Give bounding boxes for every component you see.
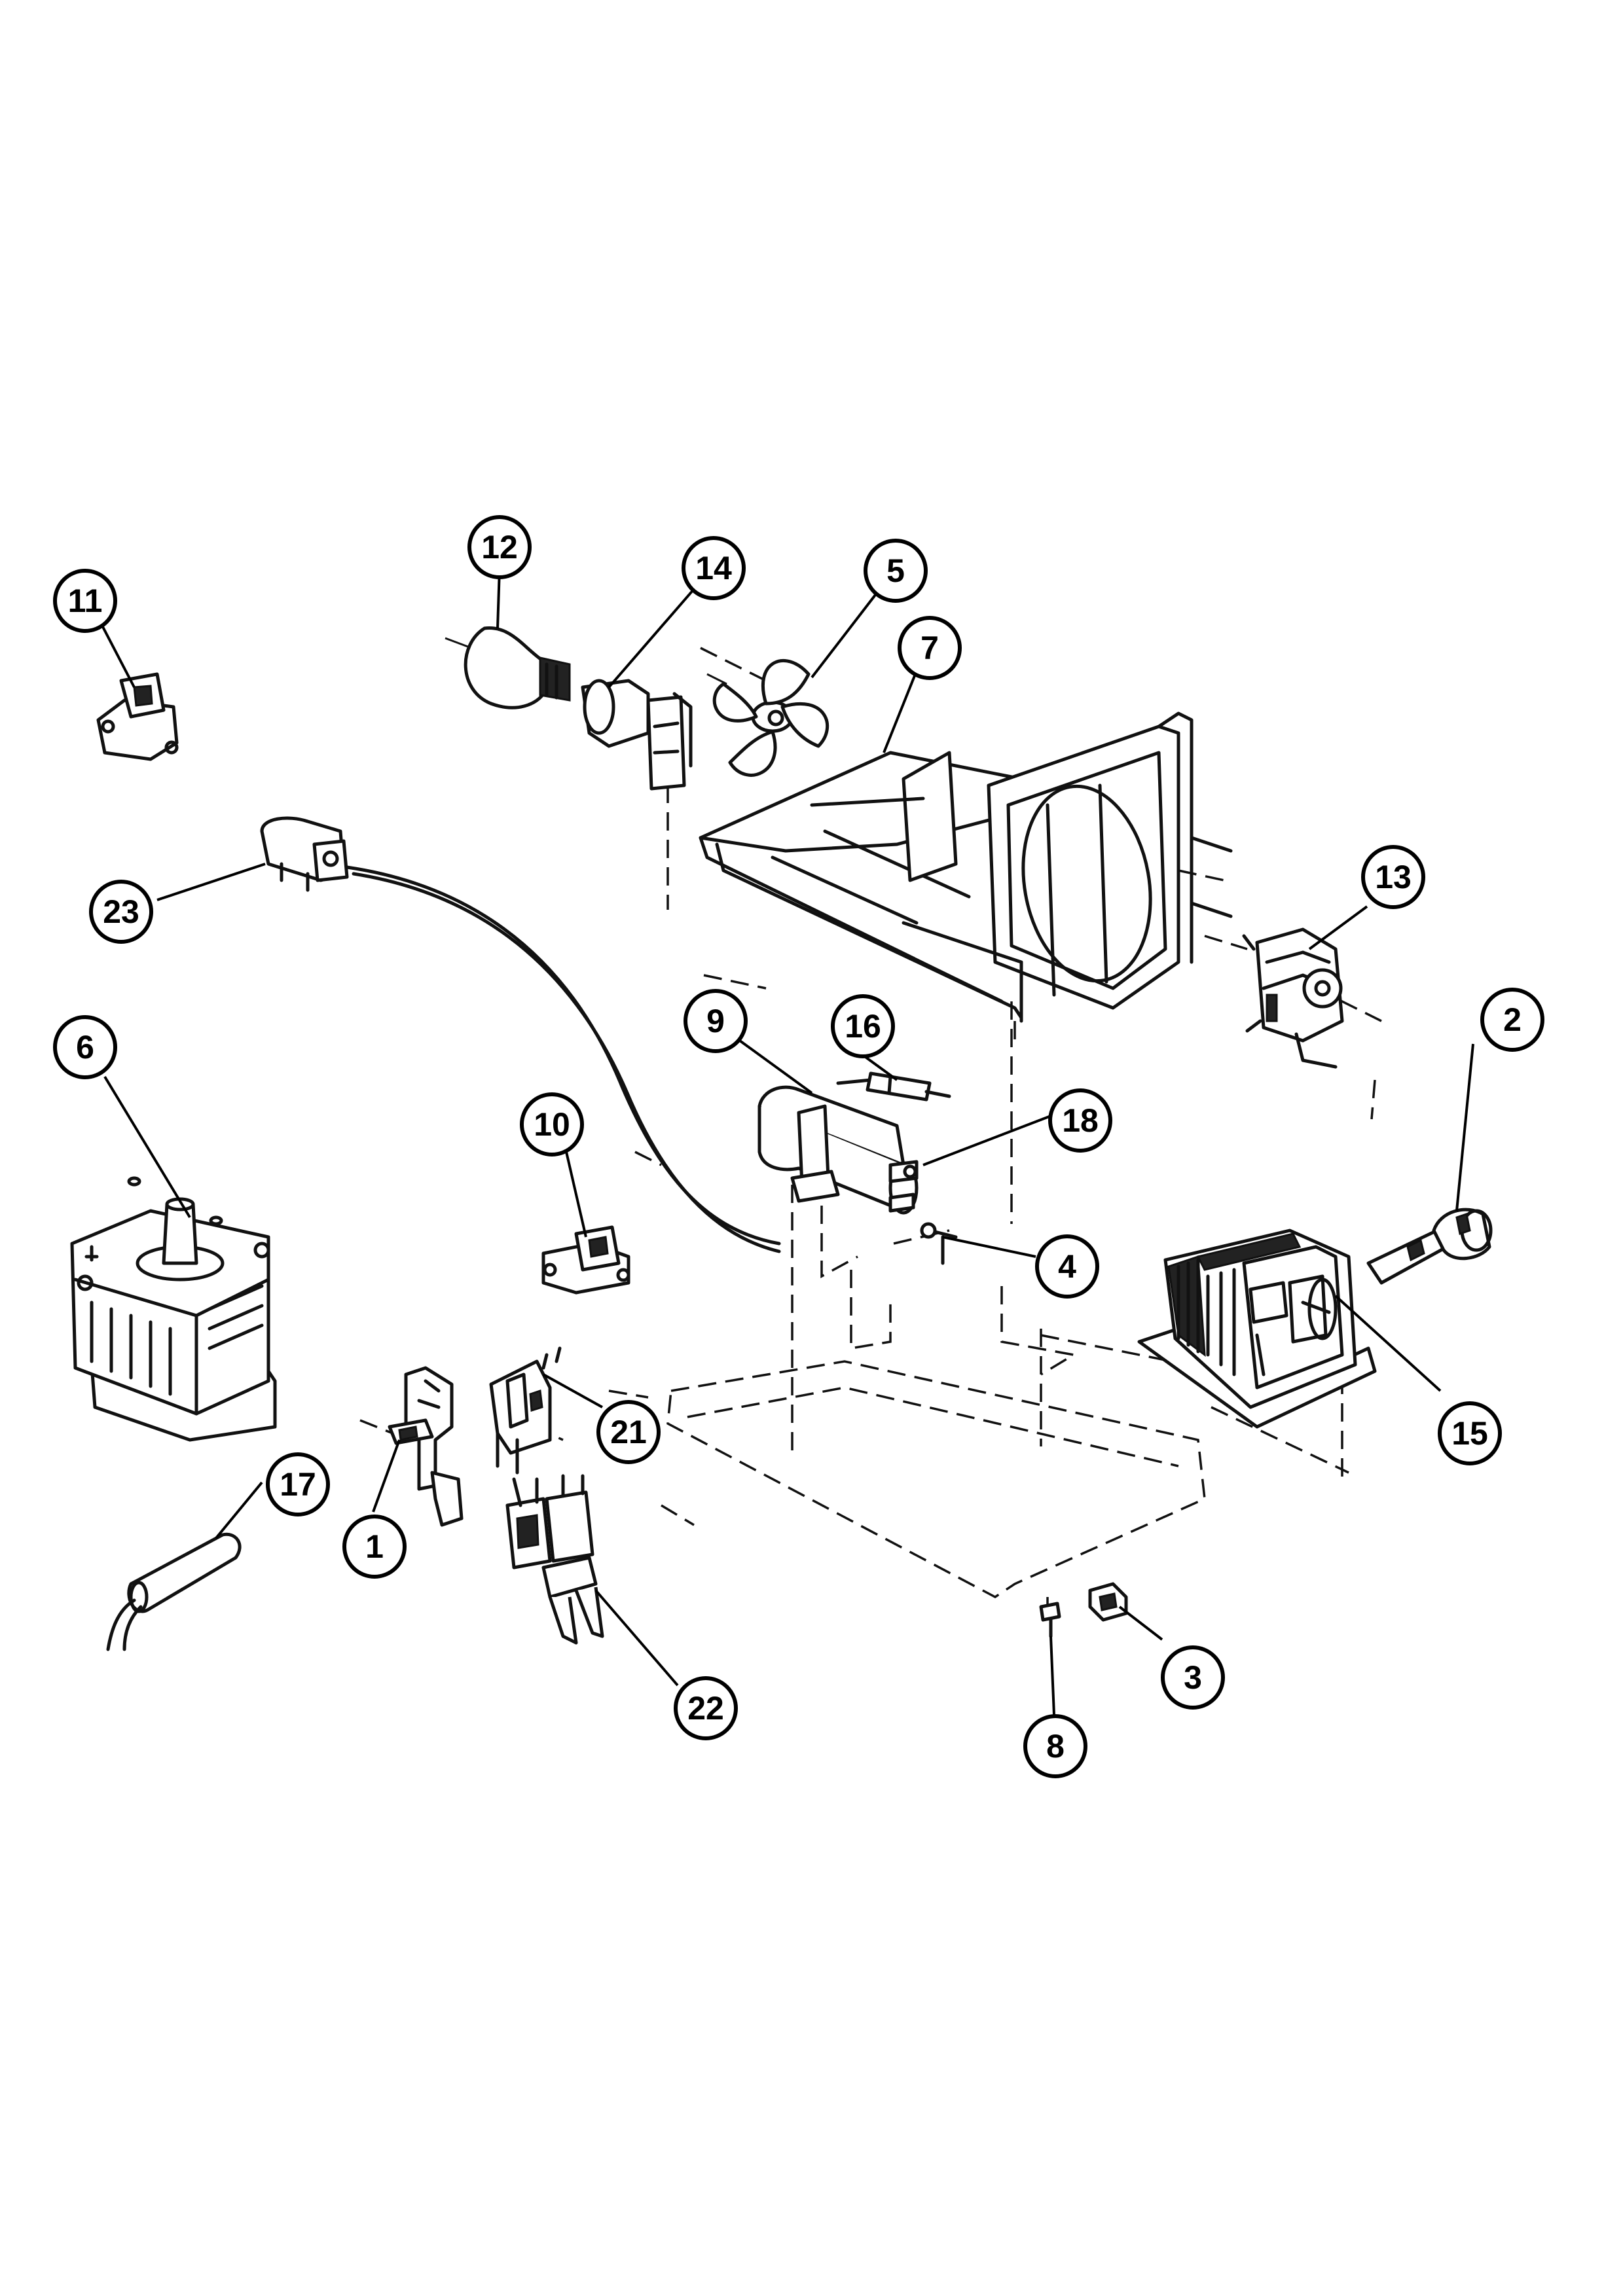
part-capacitor-17: [106, 1532, 242, 1651]
callout-13: 13: [1361, 845, 1425, 909]
callout-circle: [1438, 1401, 1502, 1465]
callout-label: 13: [1375, 859, 1412, 895]
callout-circle: [53, 569, 117, 633]
part-lamp-socket-14: [581, 679, 693, 791]
part-power-cord-23: [260, 816, 781, 1253]
callout-circle: [674, 1676, 738, 1740]
callout-label: 18: [1062, 1102, 1099, 1139]
part-transformer-15: [1137, 1229, 1377, 1429]
part-thermal-fuse-2: [1366, 1208, 1493, 1285]
callout-label: 12: [481, 529, 518, 565]
callout-4: 4: [1035, 1234, 1099, 1299]
leader-lines: [99, 567, 1474, 1715]
callout-10: 10: [520, 1092, 584, 1157]
callout-label: 10: [534, 1106, 570, 1143]
callout-label: 1: [365, 1528, 384, 1565]
callout-21: 21: [596, 1400, 661, 1464]
callout-7: 7: [898, 616, 962, 680]
callout-label: 2: [1503, 1001, 1522, 1038]
part-air-duct-7: [699, 711, 1233, 1023]
part-screw-8: [1039, 1602, 1061, 1638]
callout-2: 2: [1480, 988, 1544, 1052]
part-thermostat-11: [96, 672, 179, 761]
callout-label: 3: [1184, 1659, 1202, 1696]
callout-18: 18: [1048, 1088, 1112, 1153]
callout-17: 17: [266, 1452, 330, 1516]
callout-label: 14: [695, 550, 732, 586]
callout-22: 22: [674, 1676, 738, 1740]
callout-circle: [266, 1452, 330, 1516]
callout-circle: [89, 880, 153, 944]
callout-circle: [1161, 1645, 1225, 1710]
callout-16: 16: [831, 994, 895, 1058]
callout-circle: [1048, 1088, 1112, 1153]
callout-circle: [1035, 1234, 1099, 1299]
callout-circle: [1480, 988, 1544, 1052]
part-fan-motor-13: [1242, 927, 1344, 1069]
callout-label: 9: [706, 1003, 725, 1039]
callout-circle: [520, 1092, 584, 1157]
callout-label: 7: [921, 630, 939, 666]
callout-11: 11: [53, 569, 117, 633]
callout-circle: [1023, 1714, 1087, 1778]
callout-label: 8: [1046, 1728, 1065, 1765]
callout-circle: [467, 515, 532, 579]
callout-23: 23: [89, 880, 153, 944]
callout-circle: [898, 616, 962, 680]
callout-1: 1: [342, 1515, 407, 1579]
callout-label: 5: [886, 552, 905, 589]
callout-15: 15: [1438, 1401, 1502, 1465]
callout-label: 6: [76, 1029, 94, 1066]
callout-circle: [682, 536, 746, 600]
callout-9: 9: [684, 989, 748, 1053]
callout-3: 3: [1161, 1645, 1225, 1710]
callout-label: 4: [1058, 1248, 1076, 1285]
callout-12: 12: [467, 515, 532, 579]
part-lamp-bulb-12: [445, 626, 571, 709]
part-capacitor-9: [757, 1085, 919, 1215]
part-magnetron-6: [70, 1176, 277, 1442]
callout-circle: [684, 989, 748, 1053]
callout-5: 5: [864, 539, 928, 603]
part-latch-lever-1: [388, 1366, 464, 1527]
part-switch-22: [505, 1474, 604, 1645]
part-diode-16: [836, 1071, 951, 1102]
part-fuse-4: [920, 1222, 958, 1265]
callout-circle: [1361, 845, 1425, 909]
part-fan-blade-5: [706, 658, 830, 777]
callout-label: 11: [68, 583, 103, 619]
assembly-guide-lines: [359, 647, 1382, 1623]
callout-label: 21: [610, 1414, 647, 1450]
part-switch-21: [489, 1346, 562, 1475]
callout-circle: [53, 1015, 117, 1079]
callout-label: 23: [103, 893, 139, 930]
callout-label: 15: [1451, 1415, 1488, 1452]
callout-14: 14: [682, 536, 746, 600]
callout-label: 22: [687, 1690, 724, 1727]
callout-label: 17: [280, 1466, 316, 1503]
callout-6: 6: [53, 1015, 117, 1079]
callout-circle: [342, 1515, 407, 1579]
callout-circle: [864, 539, 928, 603]
callout-circle: [831, 994, 895, 1058]
callout-label: 16: [845, 1008, 881, 1045]
callout-circle: [596, 1400, 661, 1464]
part-switch-10: [541, 1225, 630, 1295]
part-clip-3: [1088, 1582, 1128, 1622]
callout-8: 8: [1023, 1714, 1087, 1778]
